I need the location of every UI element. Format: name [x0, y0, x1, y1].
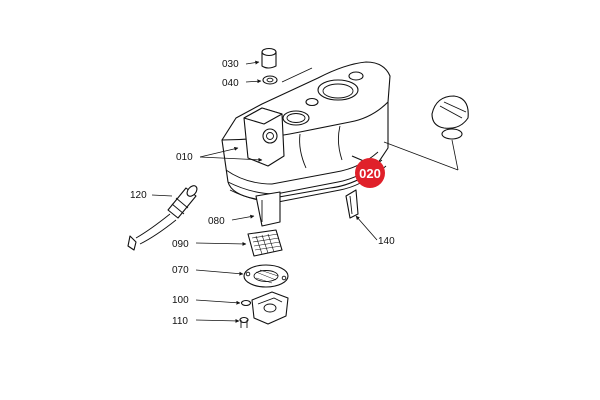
- cap-030: [261, 47, 277, 69]
- washer-100: [240, 299, 252, 307]
- callout-040: 040: [222, 78, 239, 89]
- highlight-badge-label: 020: [359, 166, 381, 181]
- clamp-plate: [251, 291, 289, 325]
- muffler-body: [221, 61, 391, 203]
- leader-lines: [151, 60, 459, 323]
- callout-100: 100: [172, 295, 189, 306]
- callout-030: 030: [222, 59, 239, 70]
- callout-070: 070: [172, 265, 189, 276]
- callout-140: 140: [378, 236, 395, 247]
- callout-010: 010: [176, 152, 193, 163]
- bracket-140: [345, 189, 359, 219]
- callout-090: 090: [172, 239, 189, 250]
- hose-120: [127, 185, 198, 251]
- fuel-cap: [431, 95, 469, 140]
- callout-080: 080: [208, 216, 225, 227]
- gasket-070: [243, 264, 289, 288]
- highlight-badge-circle: [355, 158, 385, 188]
- screen-090: [247, 229, 283, 257]
- washer-040: [262, 75, 278, 85]
- callout-110: 110: [172, 316, 188, 327]
- callout-labels: 030 040 010 120 080 090 070 100 110 140: [130, 59, 395, 327]
- highlight-badge-020: 020: [355, 158, 385, 188]
- bracket-080: [255, 191, 281, 227]
- bolt-110: [239, 316, 249, 328]
- callout-120: 120: [130, 190, 147, 201]
